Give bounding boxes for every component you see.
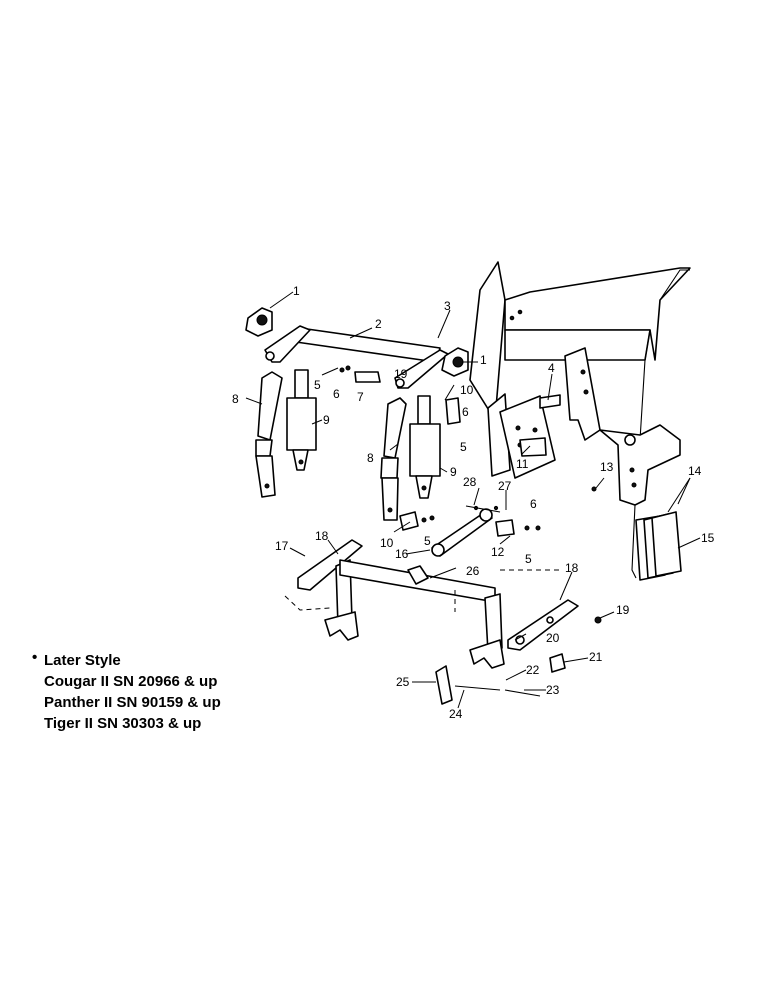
callout-15: 15	[701, 531, 715, 545]
callout-5-lower-right: 5	[525, 552, 532, 566]
callout-14: 14	[688, 464, 702, 478]
right-side-bracket	[599, 424, 681, 579]
note-cougar-serial: Cougar II SN 20966 & up	[44, 673, 218, 690]
callout-9-right: 9	[450, 465, 457, 479]
note-bullet: •	[32, 649, 38, 666]
callout-5-upper: 5	[314, 378, 321, 392]
callout-26: 26	[466, 564, 480, 578]
callout-19-upper: 19	[394, 367, 408, 381]
counter-weights	[635, 511, 682, 581]
callout-6-right: 6	[530, 497, 537, 511]
callout-13: 13	[600, 460, 614, 474]
callout-6-middle: 6	[462, 405, 469, 419]
callout-20: 20	[546, 631, 560, 645]
tractor-rear-frame	[469, 261, 691, 471]
hydraulic-cylinder-left	[286, 369, 317, 471]
callout-18-left: 18	[315, 529, 329, 543]
callout-10-lower: 10	[380, 536, 394, 550]
callout-28: 28	[463, 475, 477, 489]
callout-10-upper: 10	[460, 383, 474, 397]
callout-22: 22	[526, 663, 540, 677]
hydraulic-cylinder-right	[409, 395, 441, 499]
callout-11: 11	[516, 457, 529, 471]
lower-lift-arm-left	[297, 539, 363, 641]
callout-25: 25	[396, 675, 410, 689]
lower-lift-arm-right	[469, 593, 579, 669]
callout-5-middle: 5	[460, 440, 467, 454]
callout-24: 24	[449, 707, 463, 721]
serial-number-notes: • Later Style Cougar II SN 20966 & up Pa…	[32, 649, 221, 734]
callout-16: 16	[395, 547, 409, 561]
note-tiger-serial: Tiger II SN 30303 & up	[44, 715, 202, 732]
callout-5-lower-left: 5	[424, 534, 431, 548]
callout-7: 7	[357, 390, 364, 404]
callout-8-right: 8	[367, 451, 374, 465]
callout-9-left: 9	[323, 413, 330, 427]
lift-link-left	[255, 371, 283, 498]
leader-lines	[245, 291, 701, 709]
callout-12: 12	[491, 545, 505, 559]
callout-3: 3	[444, 299, 451, 313]
callout-21: 21	[589, 650, 603, 664]
note-later-style: Later Style	[44, 652, 121, 669]
callout-2: 2	[375, 317, 382, 331]
callout-19-lower: 19	[616, 603, 630, 617]
hitch-mount-plates	[487, 347, 601, 479]
drop-hitch-parts	[435, 653, 566, 705]
callout-17: 17	[275, 539, 289, 553]
callout-1-upper-right: 1	[480, 353, 487, 367]
alignment-lines	[284, 569, 560, 612]
callout-8-left: 8	[232, 392, 239, 406]
callout-1-upper-left: 1	[293, 284, 300, 298]
lift-link-right	[380, 397, 407, 521]
upper-rockshaft	[245, 307, 469, 389]
note-panther-serial: Panther II SN 90159 & up	[44, 694, 221, 711]
callout-4: 4	[548, 361, 555, 375]
cross-shaft	[431, 505, 501, 557]
callout-18-right: 18	[565, 561, 579, 575]
part-callouts: 1 2 3 1 4 5 6 7 19 10 8 9 6 5 8 9 28 27 …	[232, 284, 715, 721]
callout-27: 27	[498, 479, 512, 493]
callout-23: 23	[546, 683, 560, 697]
callout-6-upper: 6	[333, 387, 340, 401]
